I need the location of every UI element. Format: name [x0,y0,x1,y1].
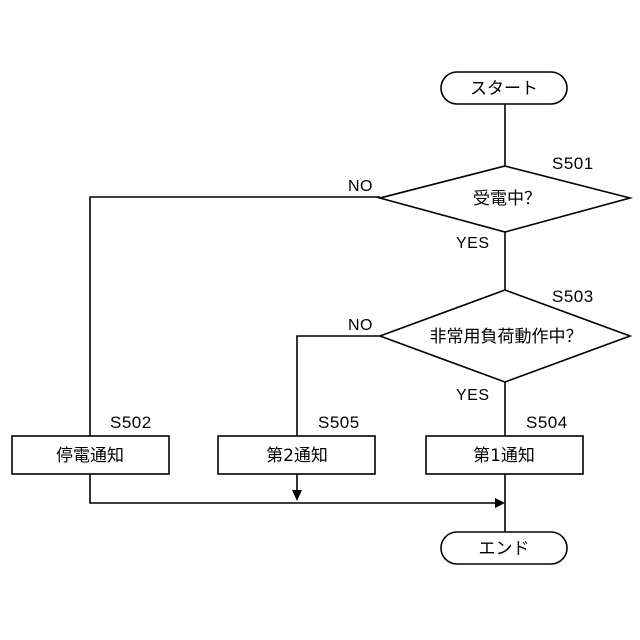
decision-s503-text: 非常用負荷動作中？ [430,327,583,347]
branch-s503-yes: YES [456,387,490,404]
step-id-s503: S503 [552,287,594,306]
step-id-s505: S505 [318,413,360,432]
end-label: エンド [479,539,530,559]
branch-s501-yes: YES [456,235,490,252]
end-terminal: エンド [441,532,567,564]
branch-s501-no: NO [348,178,373,195]
start-terminal: スタート [441,72,567,104]
arrowhead-merge-right [495,498,505,508]
decision-s501: 受電中？ S501 NO YES [348,154,630,252]
arrowhead-s505-down [292,490,302,501]
connector-s501-no-to-s502 [90,197,380,436]
process-s504-text: 第1通知 [473,446,535,466]
decision-s503: 非常用負荷動作中？ S503 NO YES [348,287,630,404]
branch-s503-no: NO [348,317,373,334]
decision-s501-text: 受電中？ [473,189,541,209]
step-id-s502: S502 [110,413,152,432]
connector-s502-merge [90,474,497,503]
start-label: スタート [470,79,538,99]
step-id-s501: S501 [552,154,594,173]
process-s502-text: 停電通知 [56,446,124,466]
process-s505-text: 第2通知 [266,446,328,466]
step-id-s504: S504 [526,413,568,432]
